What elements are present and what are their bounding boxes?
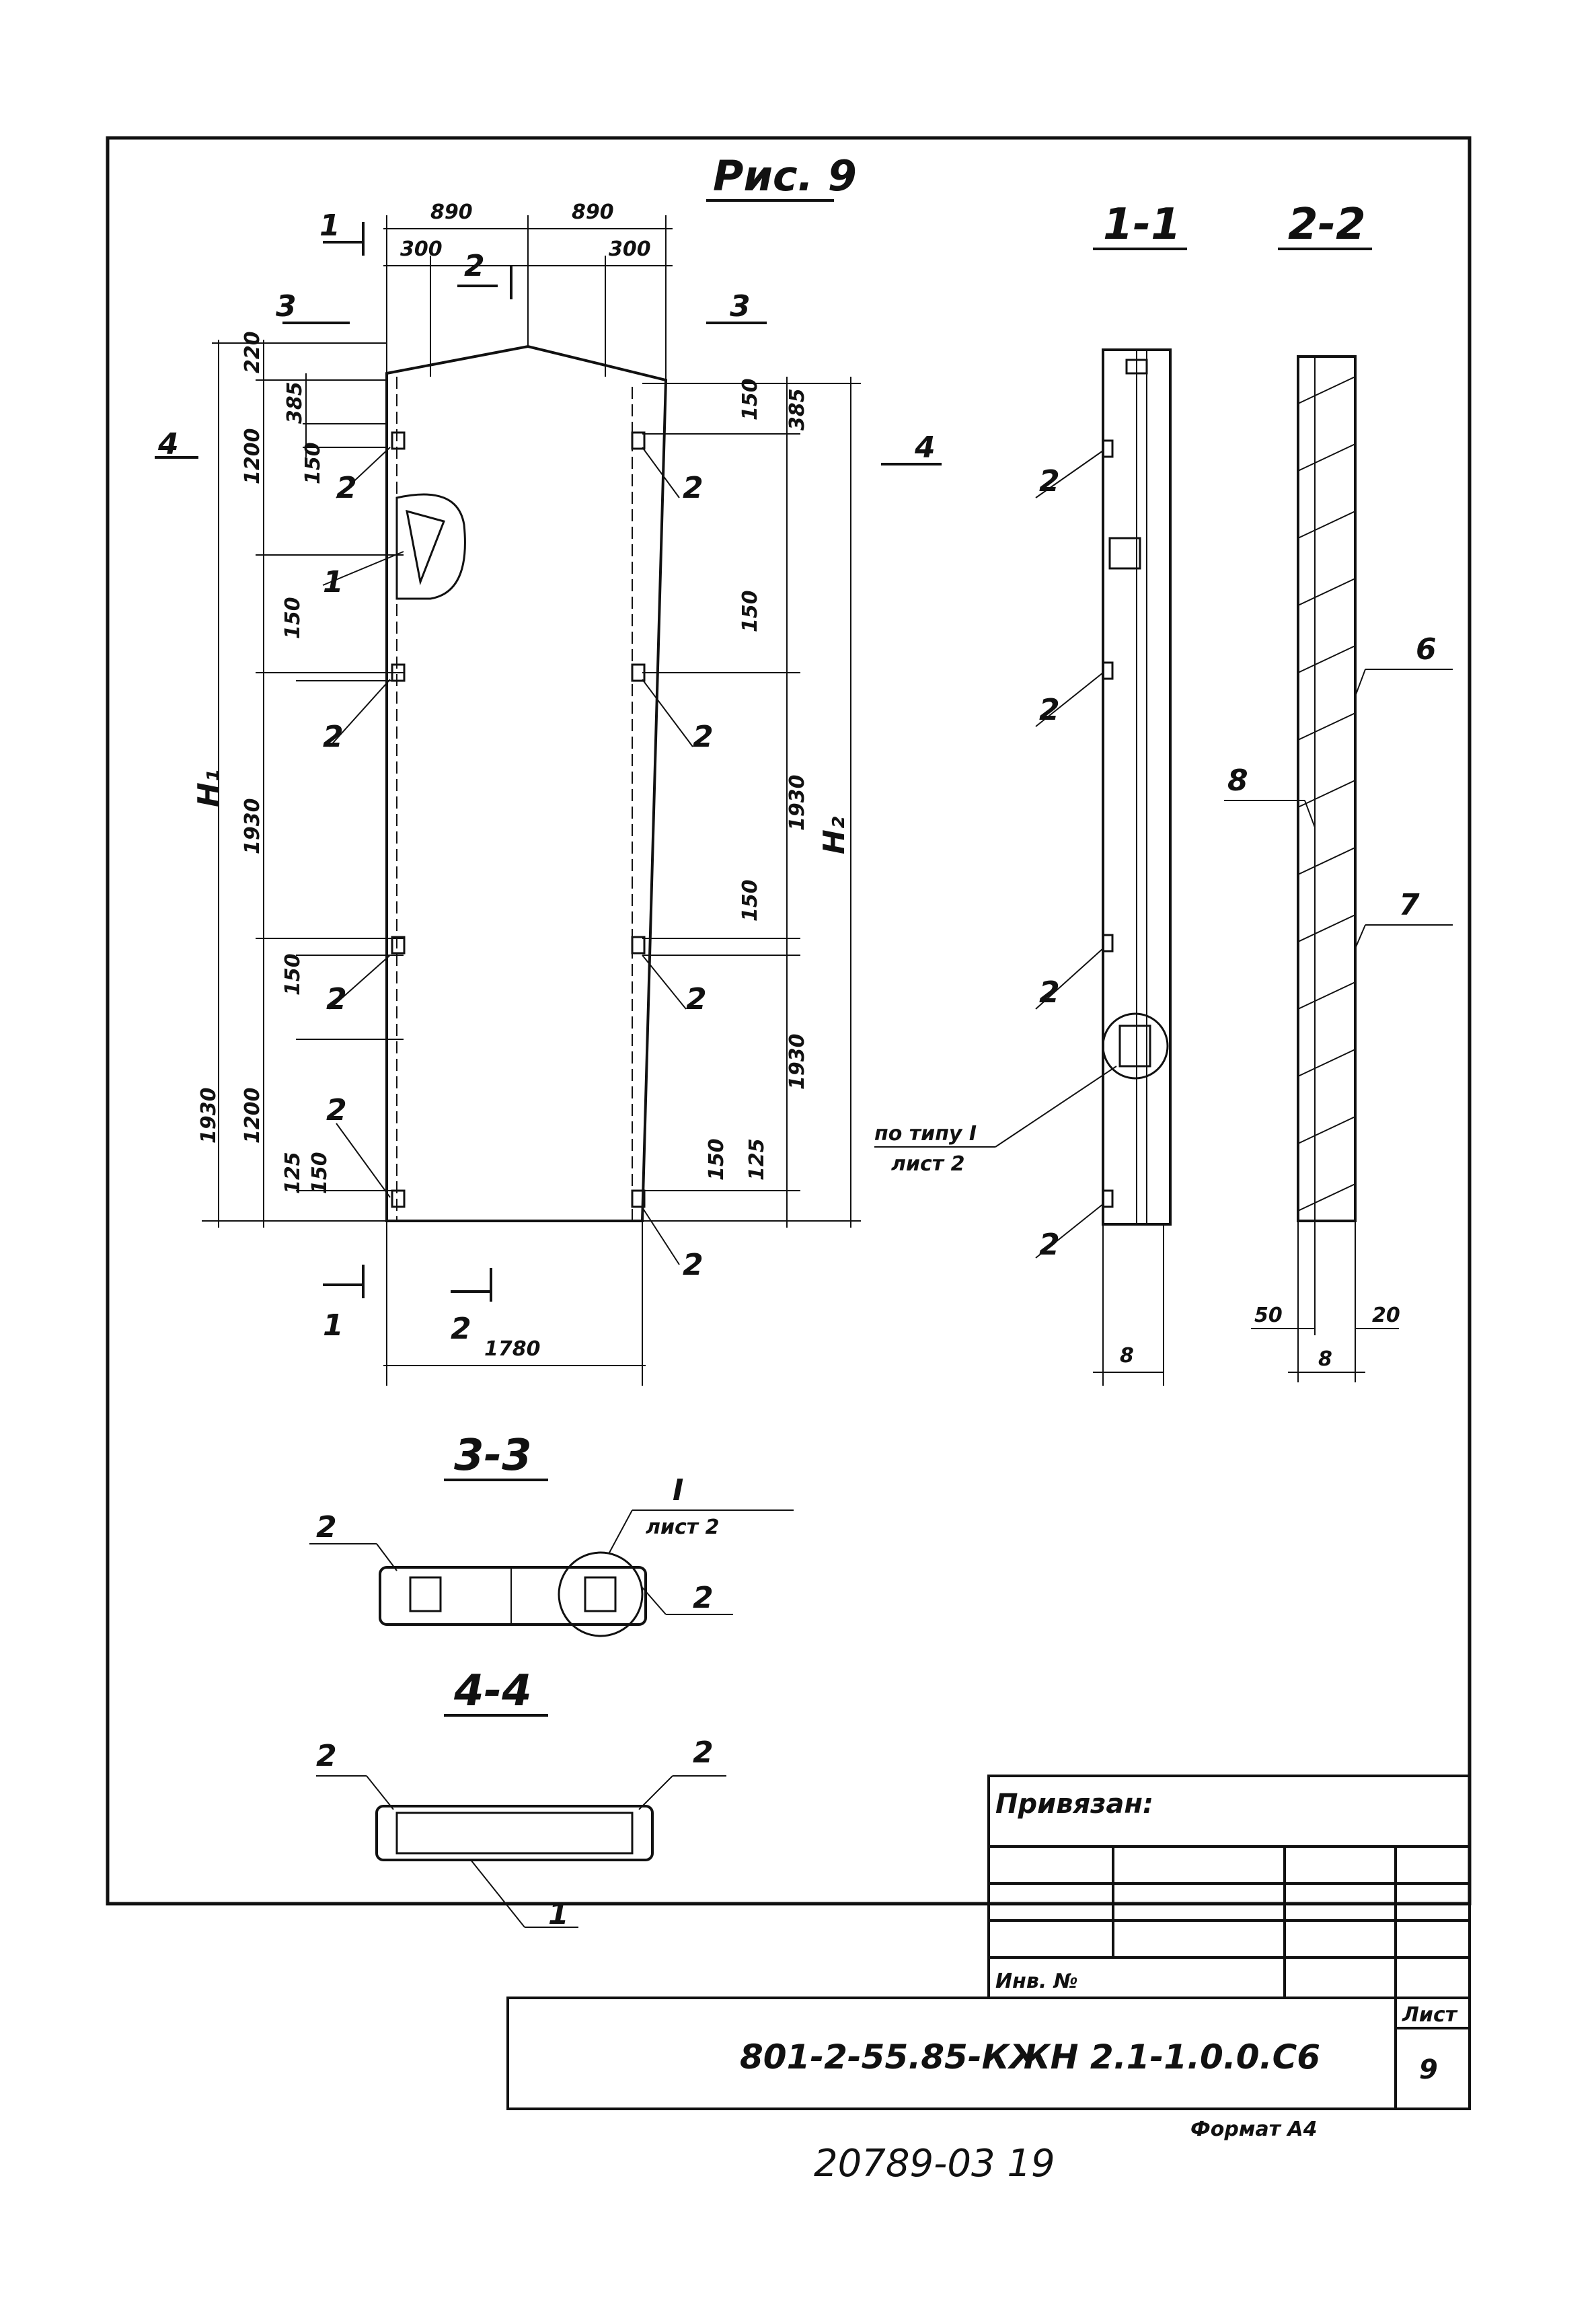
section-mark-4-right: 4 xyxy=(914,431,936,465)
dim-220: 220 xyxy=(241,331,264,373)
callout-1-opening: 1 xyxy=(323,565,344,599)
tb-sheet-number: 9 xyxy=(1419,2054,1438,2085)
sheet-frame xyxy=(106,136,1472,1906)
dim-1200-bottom: 1200 xyxy=(241,1088,264,1144)
callout-2-s1-d: 2 xyxy=(1039,1228,1060,1262)
callout-2-s1-b: 2 xyxy=(1039,693,1060,727)
section-mark-2-bottom: 2 xyxy=(451,1312,471,1346)
callout-2-s1-c: 2 xyxy=(1039,975,1060,1010)
dim-150-e: 150 xyxy=(738,378,762,420)
detail-ref-sheet: лист 2 xyxy=(891,1152,964,1176)
dim-150-c: 150 xyxy=(281,953,305,996)
section-title-2-2: 2-2 xyxy=(1288,200,1366,250)
detail-mark-i: I xyxy=(673,1473,683,1507)
callout-2-e: 2 xyxy=(326,982,347,1016)
dim-1780: 1780 xyxy=(484,1337,541,1361)
callout-2-c: 2 xyxy=(323,720,344,754)
section-mark-3-right: 3 xyxy=(730,289,751,324)
callout-2-s1-a: 2 xyxy=(1039,464,1060,498)
dim-1930-left-a: 1930 xyxy=(241,798,264,855)
tb-format: Формат А4 xyxy=(1190,2118,1318,2141)
detail-sheet-ref: лист 2 xyxy=(646,1516,719,1539)
figure-title: Рис. 9 xyxy=(713,151,857,200)
section-title-1-1: 1-1 xyxy=(1103,200,1181,250)
callout-2-f: 2 xyxy=(686,982,707,1016)
tb-sheet-label: Лист xyxy=(1402,2003,1458,2027)
detail-ref-type: по типу I xyxy=(874,1122,977,1146)
callout-2-h: 2 xyxy=(683,1248,704,1282)
dim-385-right: 385 xyxy=(786,388,809,431)
dim-h2: H₂ xyxy=(817,817,851,854)
dim-20: 20 xyxy=(1372,1304,1400,1327)
callout-leaders xyxy=(322,447,693,1265)
section-mark-1-top: 1 xyxy=(319,209,340,243)
section-markers xyxy=(155,222,942,1302)
callout-2-s4-right: 2 xyxy=(693,1736,714,1770)
tb-doc-code: 801-2-55.85-КЖН 2.1-1.0.0.С6 xyxy=(740,2038,1320,2077)
section-2-2-drawing xyxy=(1224,355,1453,1382)
callout-1-s4: 1 xyxy=(548,1897,569,1931)
dim-150-d: 150 xyxy=(308,1152,332,1194)
main-elevation xyxy=(385,344,668,1222)
dim-300-left: 300 xyxy=(400,237,443,261)
dim-150-f: 150 xyxy=(738,590,762,632)
callout-2-d: 2 xyxy=(693,720,714,754)
dim-50: 50 xyxy=(1254,1304,1283,1327)
callout-2-s3-left: 2 xyxy=(316,1510,337,1544)
dim-h1: H₁ xyxy=(192,770,226,807)
dim-125-right: 125 xyxy=(745,1138,769,1181)
dim-1200-top: 1200 xyxy=(241,428,264,485)
tb-privyazan: Привязан: xyxy=(995,1789,1153,1820)
dim-150-b: 150 xyxy=(281,597,305,639)
dim-150-g: 150 xyxy=(738,879,762,922)
callout-2-b: 2 xyxy=(683,471,704,505)
dim-8-section1: 8 xyxy=(1120,1344,1134,1368)
dim-890-left: 890 xyxy=(430,200,473,224)
section-mark-2-top: 2 xyxy=(464,249,485,283)
dim-8-section2: 8 xyxy=(1318,1347,1332,1371)
section-3-3-drawing xyxy=(309,1509,794,1637)
dim-150-a: 150 xyxy=(301,442,325,484)
title-block xyxy=(506,1775,1471,2110)
dim-1930-right-b: 1930 xyxy=(786,1034,809,1090)
embedded-parts xyxy=(391,431,646,1208)
callout-2-s4-left: 2 xyxy=(316,1739,337,1773)
dim-890-right: 890 xyxy=(572,200,614,224)
dim-150-h: 150 xyxy=(705,1138,728,1181)
callout-6: 6 xyxy=(1416,632,1437,667)
callout-2-s3-right: 2 xyxy=(693,1581,714,1615)
section-mark-4-left: 4 xyxy=(157,427,179,461)
dimension-lines xyxy=(202,215,861,1386)
section-title-4-4: 4-4 xyxy=(453,1666,532,1716)
section-mark-1-bottom: 1 xyxy=(323,1308,344,1343)
section-4-4-drawing xyxy=(316,1775,726,1928)
dim-1930-right-a: 1930 xyxy=(786,775,809,831)
callout-2-g: 2 xyxy=(326,1093,347,1127)
tb-inv: Инв. № xyxy=(995,1970,1078,1993)
callout-8: 8 xyxy=(1227,763,1248,798)
section-1-1-drawing xyxy=(874,348,1172,1386)
section-mark-3-left: 3 xyxy=(276,289,297,324)
dim-300-right: 300 xyxy=(609,237,651,261)
callout-7: 7 xyxy=(1399,888,1420,922)
section-title-3-3: 3-3 xyxy=(454,1431,532,1481)
callout-2-a: 2 xyxy=(336,471,357,505)
dim-125-left: 125 xyxy=(281,1152,305,1194)
dim-1930-left-b: 1930 xyxy=(197,1088,221,1144)
dim-385-left: 385 xyxy=(283,381,307,424)
tb-archive-no: 20789-03 19 xyxy=(814,2142,1055,2186)
